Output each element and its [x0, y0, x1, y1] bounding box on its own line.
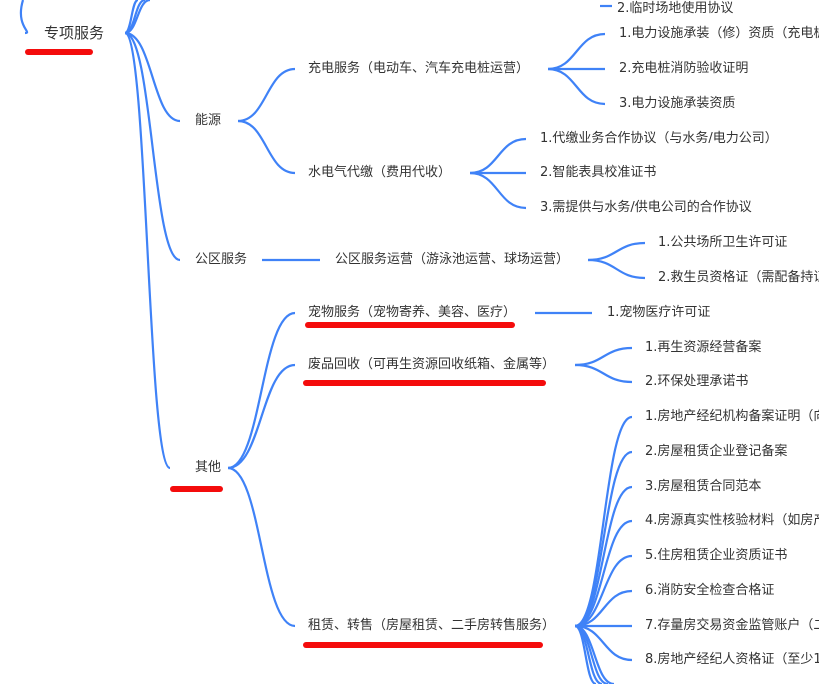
connector-line	[227, 466, 296, 628]
leaf-node[interactable]: 1.再生资源经营备案	[645, 340, 762, 355]
leaf-node[interactable]: 2.救生员资格证（需配备持证	[658, 270, 819, 285]
connector-line	[587, 241, 646, 262]
connector-line	[469, 171, 527, 210]
connector-line	[587, 258, 646, 280]
leaf-node[interactable]: 1.电力设施承装（修）资质（充电桩	[619, 26, 819, 41]
connector-line	[574, 485, 633, 628]
connector-line	[547, 67, 606, 106]
leaf-node[interactable]: 2.临时场地使用协议	[617, 1, 734, 16]
topic-pet[interactable]: 宠物服务（宠物寄养、美容、医疗）	[308, 305, 517, 320]
connector-line	[547, 32, 606, 71]
connector-line	[469, 137, 527, 175]
branch-energy[interactable]: 能源	[195, 113, 222, 128]
leaf-node[interactable]: 8.房地产经纪人资格证（至少1	[645, 652, 819, 667]
leaf-node[interactable]: 1.宠物医疗许可证	[607, 305, 711, 320]
leaf-node[interactable]: 1.公共场所卫生许可证	[658, 235, 788, 250]
connector-line	[574, 415, 633, 628]
connector-line	[574, 363, 633, 384]
highlight-underline	[170, 486, 223, 492]
connector-line	[574, 554, 633, 628]
connector-line	[227, 311, 296, 470]
connector-line	[237, 119, 296, 175]
connector-line	[574, 450, 633, 628]
connector-line	[574, 624, 633, 662]
leaf-node[interactable]: 5.住房租赁企业资质证书	[645, 548, 788, 563]
highlight-underline	[303, 380, 546, 386]
highlight-underline	[303, 642, 543, 648]
leaf-node[interactable]: 2.环保处理承诺书	[645, 374, 749, 389]
topic-charging[interactable]: 充电服务（电动车、汽车充电桩运营）	[308, 61, 530, 76]
connector-line	[19, 0, 29, 35]
leaf-node[interactable]: 3.需提供与水务/供电公司的合作协议	[540, 200, 752, 215]
branch-other[interactable]: 其他	[195, 460, 222, 475]
topic-public-operation[interactable]: 公区服务运营（游泳池运营、球场运营）	[335, 252, 570, 267]
connector-line	[124, 31, 181, 123]
leaf-node[interactable]: 7.存量房交易资金监管账户（二	[645, 618, 819, 633]
leaf-node[interactable]: 3.电力设施承装资质	[619, 96, 736, 111]
leaf-node[interactable]: 4.房源真实性核验材料（如房产	[645, 513, 819, 528]
leaf-node[interactable]: 1.房地产经纪机构备案证明（向	[645, 409, 819, 424]
leaf-node[interactable]: 2.房屋租赁企业登记备案	[645, 444, 788, 459]
branch-public-area[interactable]: 公区服务	[195, 252, 248, 267]
connector-line	[237, 67, 296, 123]
connector-line	[227, 363, 296, 470]
root-node[interactable]: 专项服务	[44, 24, 105, 42]
topic-utility-payment[interactable]: 水电气代缴（费用代收）	[308, 165, 452, 180]
highlight-underline	[305, 322, 515, 328]
connector-line	[574, 519, 633, 628]
topic-rental[interactable]: 租赁、转售（房屋租赁、二手房转售服务）	[308, 618, 556, 633]
leaf-node[interactable]: 3.房屋租赁合同范本	[645, 479, 762, 494]
highlight-underline	[25, 49, 93, 55]
topic-recycling[interactable]: 废品回收（可再生资源回收纸箱、金属等）	[308, 357, 556, 372]
connector-line	[124, 31, 181, 262]
connector-line	[123, 31, 172, 470]
leaf-node[interactable]: 2.智能表具校准证书	[540, 165, 657, 180]
connector-line	[124, 0, 151, 35]
connector-line	[574, 624, 615, 684]
leaf-node[interactable]: 2.充电桩消防验收证明	[619, 61, 749, 76]
leaf-node[interactable]: 6.消防安全检查合格证	[645, 583, 775, 598]
leaf-node[interactable]: 1.代缴业务合作协议（与水务/电力公司）	[540, 131, 778, 146]
connector-line	[574, 346, 633, 367]
